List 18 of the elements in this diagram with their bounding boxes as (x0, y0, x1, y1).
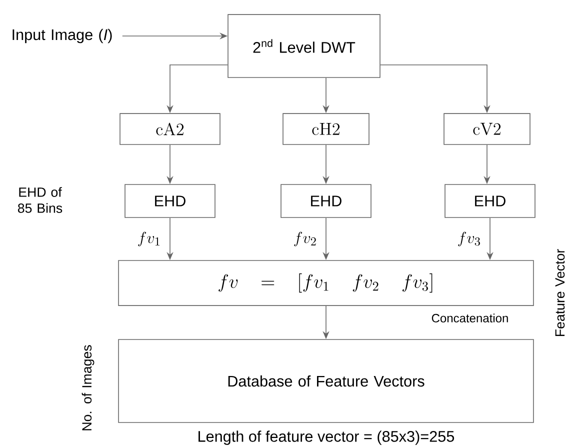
process-box: 2$^{nd}$ Level DWT (228, 14, 380, 78)
side-label: Feature Vector (555, 249, 565, 336)
database-box: Database of Feature Vectors (118, 339, 534, 423)
side-label: EHD of 85 Bins (18, 187, 62, 213)
edge-label: $fv_2$ (294, 232, 316, 246)
input-label: Input Image (I) (12, 28, 112, 44)
side-label: No. of Images (82, 345, 94, 430)
formula-box: $fv = [fv_1\; fv_2\; fv_3]$ (118, 260, 534, 306)
process-box: EHD (280, 184, 372, 218)
process-box: EHD (124, 184, 216, 218)
note-label: Concatenation (432, 314, 508, 322)
process-box: EHD (444, 184, 536, 218)
caption-label: Length of feature vector = (85x3)=255 (198, 430, 454, 445)
edge-label: $fv_3$ (458, 232, 480, 246)
process-box: cV2 (444, 113, 530, 145)
process-box: cH2 (282, 113, 370, 145)
process-box: cA2 (120, 113, 220, 145)
edge-label: $fv_1$ (138, 232, 160, 246)
